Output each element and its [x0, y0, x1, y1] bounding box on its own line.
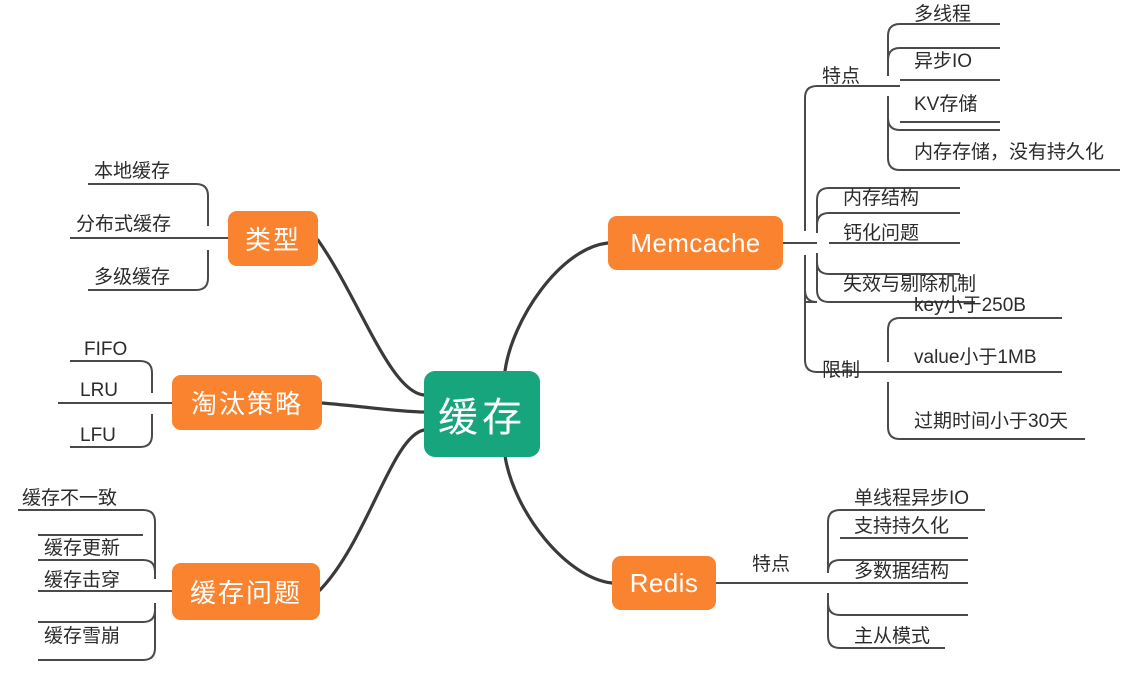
leaf-eviction-lfu[interactable]: LFU: [80, 425, 116, 446]
wire-redis-bracket-top: [827, 509, 841, 573]
wire-problems-bracket-bottom: [142, 603, 156, 661]
branch-node-cache-problems-label: 缓存问题: [189, 578, 302, 608]
wire-mc-limit-bracket-top: [887, 317, 901, 362]
leaf-redis-data-structures[interactable]: 多数据结构: [854, 561, 950, 582]
wire-redis-inner-bottom: [827, 593, 841, 616]
wire-type-bracket-bottom: [195, 250, 209, 291]
wire-root-to-problems: [318, 428, 426, 592]
leaf-memcache-calcification[interactable]: 钙化问题: [843, 223, 920, 244]
wire-root-to-redis: [503, 454, 614, 585]
leaf-eviction-lru[interactable]: LRU: [80, 380, 119, 401]
branch-node-type-label: 类型: [244, 225, 301, 255]
leaf-eviction-fifo[interactable]: FIFO: [84, 339, 128, 360]
wire-type-bracket-top: [195, 183, 209, 226]
wire-redis-inner-top: [827, 559, 841, 573]
leaf-memcache-expiry-limit[interactable]: 过期时间小于30天: [914, 411, 1069, 432]
leaf-problem-breakdown[interactable]: 缓存击穿: [44, 570, 121, 591]
wire-mc-inner-top: [887, 47, 901, 76]
wire-problems-inner-bottom: [142, 603, 156, 623]
wire-mc-g2-top: [816, 187, 830, 233]
leaf-memcache-value-limit[interactable]: value小于1MB: [914, 347, 1037, 368]
leaf-memcache-kv-storage[interactable]: KV存储: [914, 94, 978, 115]
leaf-memcache-memory-structure[interactable]: 内存结构: [843, 188, 920, 209]
wire-mc-inner-bottom: [887, 96, 901, 131]
leaf-redis-single-thread-async-io[interactable]: 单线程异步IO: [854, 488, 970, 509]
leaf-type-local-cache[interactable]: 本地缓存: [94, 161, 171, 182]
leaf-type-multilevel-cache[interactable]: 多级缓存: [94, 267, 171, 288]
leaf-redis-persistence[interactable]: 支持持久化: [854, 516, 950, 537]
leaf-memcache-multithread[interactable]: 多线程: [914, 4, 972, 25]
wire-mc-g2-inner-top: [816, 212, 830, 233]
wire-memcache-trunk-top: [804, 85, 818, 231]
leaf-memcache-expiry-eviction[interactable]: 失效与剔除机制: [843, 274, 977, 295]
wire-root-to-type: [316, 238, 426, 397]
branch-node-memcache-label: Memcache: [630, 227, 761, 258]
wire-mc-limit-stem-curve: [804, 255, 818, 373]
wire-memcache-feature-bracket-top: [887, 23, 901, 76]
root-node-label: 缓存: [438, 396, 526, 440]
branch-node-redis[interactable]: Redis: [612, 556, 716, 610]
wire-eviction-bracket-bottom: [139, 414, 153, 448]
memcache-group-limits-label: 限制: [822, 360, 861, 381]
leaf-type-distributed-cache[interactable]: 分布式缓存: [76, 214, 172, 235]
wire-root-to-memcache: [503, 241, 610, 373]
branch-node-eviction-policy-label: 淘汰策略: [190, 389, 303, 419]
wire-problems-bracket-top: [142, 509, 156, 579]
wire-problems-inner-top: [142, 559, 156, 579]
leaf-memcache-async-io[interactable]: 异步IO: [914, 51, 973, 72]
wire-root-to-eviction: [320, 401, 426, 414]
leaf-problem-update[interactable]: 缓存更新: [44, 538, 121, 559]
branch-node-cache-problems[interactable]: 缓存问题: [172, 563, 320, 620]
leaf-redis-master-slave[interactable]: 主从模式: [854, 626, 931, 647]
branch-node-redis-label: Redis: [629, 567, 699, 598]
wire-mc-limit-bracket-bottom: [887, 382, 901, 440]
root-node-cache[interactable]: 缓存: [424, 371, 540, 457]
memcache-group-features-label: 特点: [822, 66, 861, 87]
wire-mc-g2-bottom: [816, 253, 830, 303]
leaf-memcache-key-limit[interactable]: key小于250B: [914, 295, 1026, 316]
branch-node-memcache[interactable]: Memcache: [608, 216, 783, 270]
wire-memcache-trunk-bottom: [804, 255, 818, 303]
wire-redis-bracket-bottom: [827, 593, 841, 649]
wire-eviction-bracket-top: [139, 360, 153, 393]
wire-memcache-feature-bracket-bottom: [887, 96, 901, 171]
wire-mc-g2-inner-bottom: [816, 253, 830, 275]
leaf-problem-inconsistency[interactable]: 缓存不一致: [22, 488, 118, 509]
branch-node-type[interactable]: 类型: [228, 211, 318, 266]
redis-group-features-label: 特点: [752, 554, 791, 575]
leaf-problem-avalanche[interactable]: 缓存雪崩: [44, 626, 121, 647]
branch-node-eviction-policy[interactable]: 淘汰策略: [172, 375, 322, 430]
leaf-memcache-memory-no-persistence[interactable]: 内存存储，没有持久化: [914, 142, 1105, 163]
